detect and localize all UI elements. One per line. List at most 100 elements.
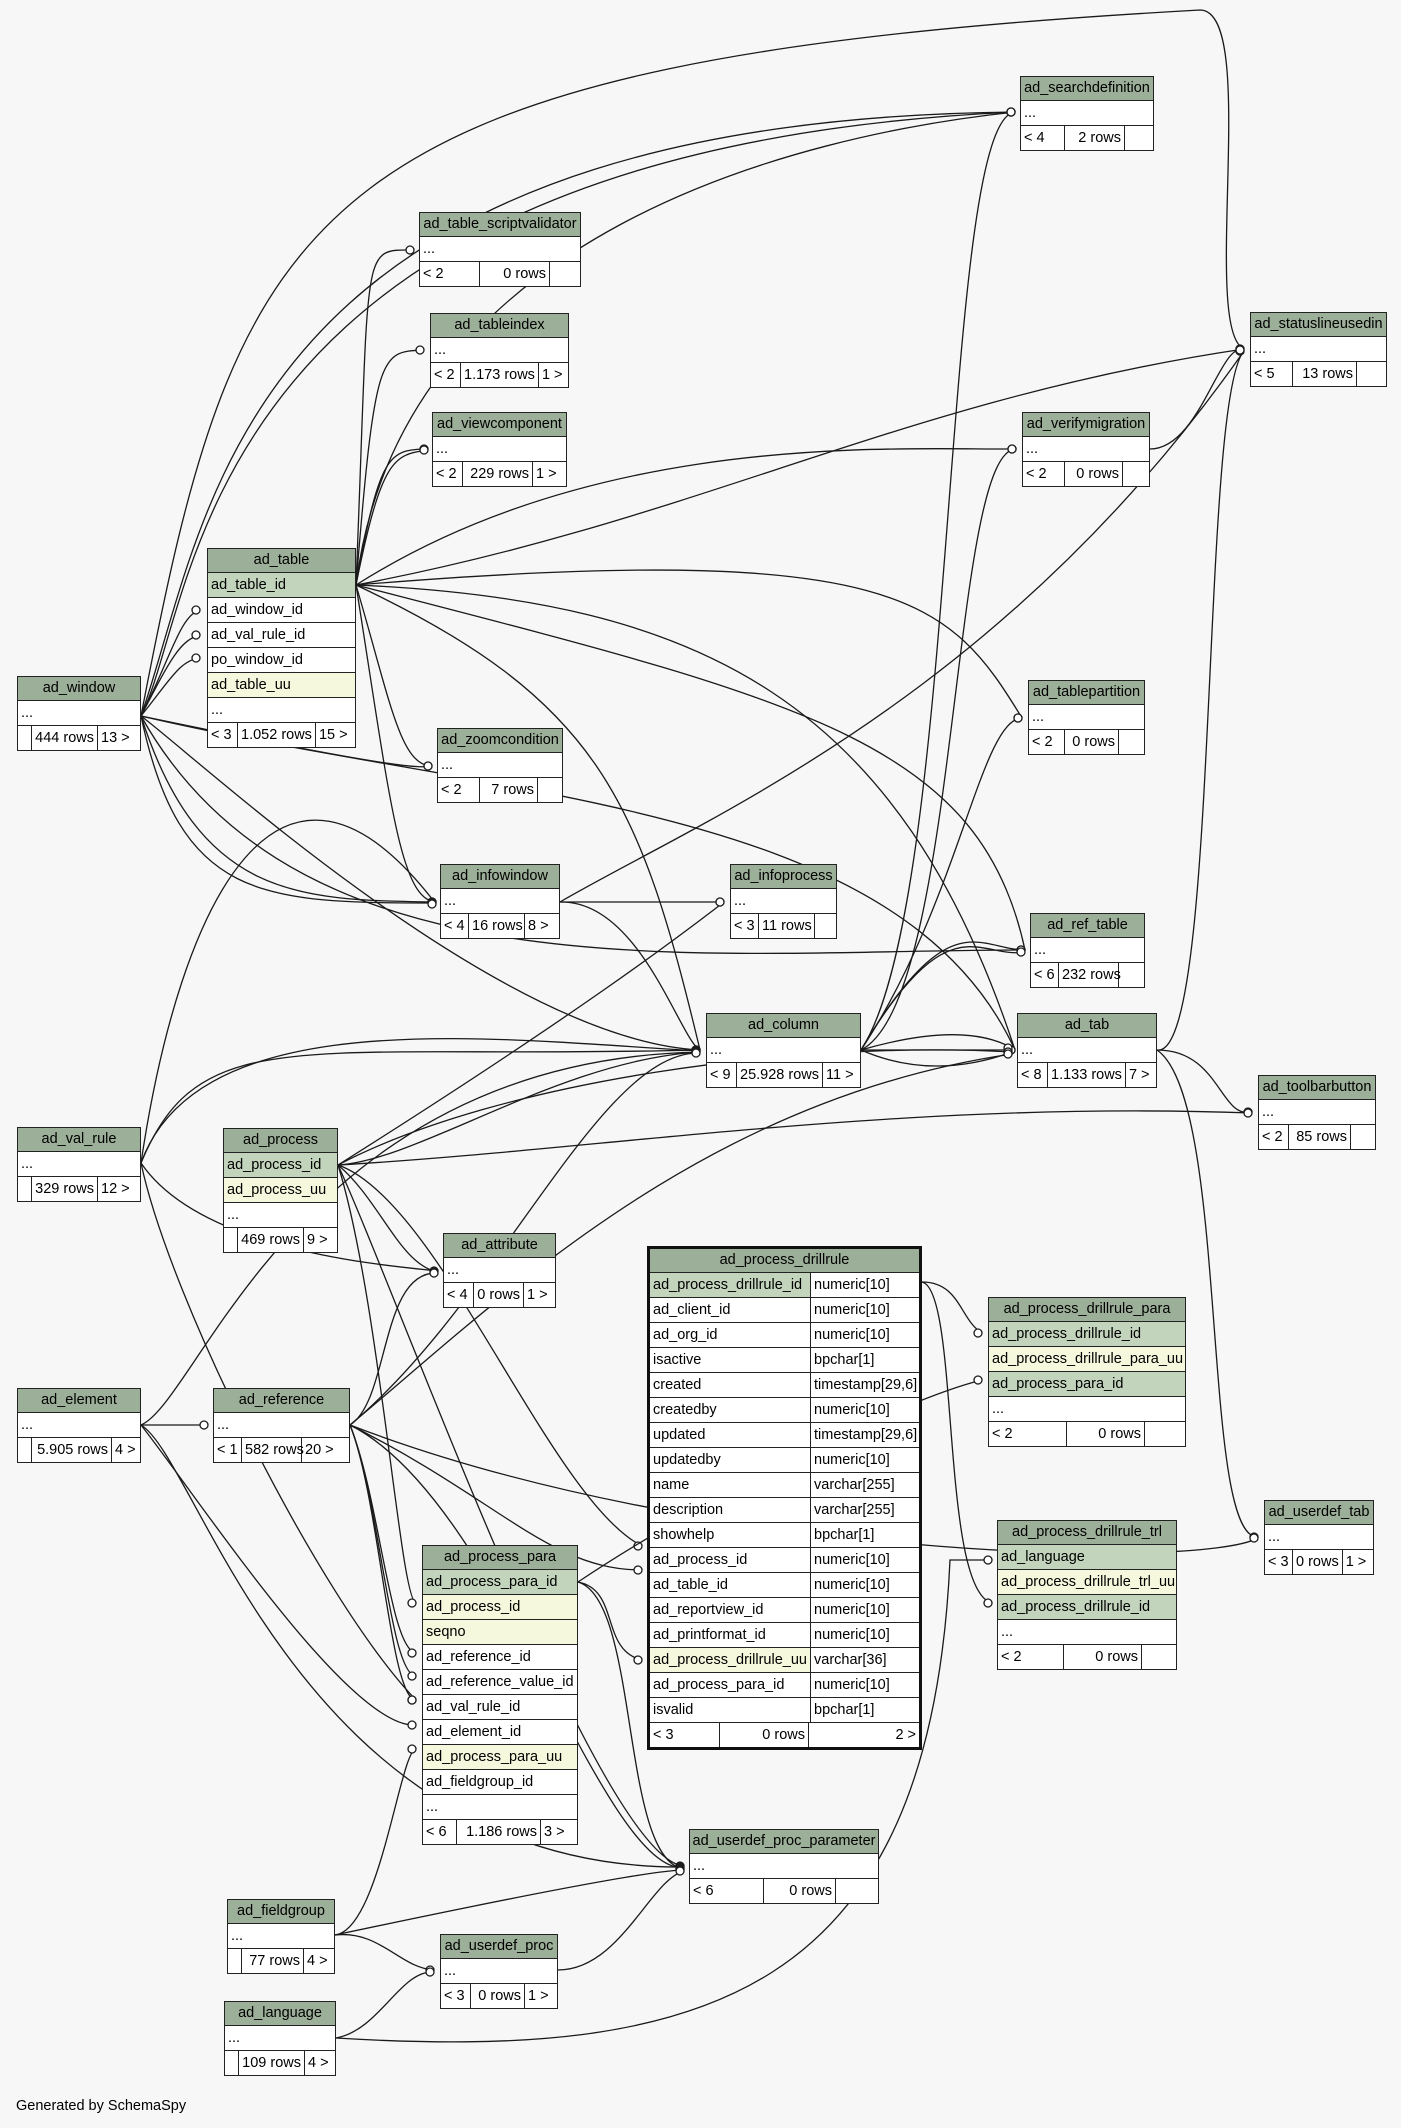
relationship-line — [860, 1034, 1013, 1051]
zero-or-many-marker — [1016, 947, 1026, 957]
column-row: ... — [690, 1854, 878, 1879]
relationship-line — [355, 449, 429, 586]
table-header: ad_column — [707, 1014, 860, 1038]
zero-or-many-marker — [407, 1744, 417, 1754]
children-count: 1 > — [1345, 1554, 1367, 1570]
column-type: numeric[10] — [810, 1573, 919, 1597]
table-header: ad_statuslineusedin — [1251, 313, 1386, 337]
table-header: ad_userdef_proc_parameter — [690, 1830, 878, 1854]
relationship-line — [355, 584, 437, 903]
children-count: 2 > — [895, 1727, 916, 1743]
relationship-line — [335, 1971, 435, 2039]
parents-count — [224, 1228, 238, 1252]
column-row: ad_language — [998, 1545, 1176, 1570]
parents-count: < 4 — [1021, 126, 1065, 150]
relationship-line — [349, 1052, 701, 1426]
parents-count: < 2 — [998, 1645, 1064, 1669]
column-row: ad_process_drillrule_id — [998, 1595, 1176, 1620]
column-row: ad_client_id numeric[10] — [650, 1298, 919, 1323]
row-count: 1.133 rows — [1048, 1063, 1126, 1087]
parents-count: < 3 — [731, 914, 759, 938]
row-count: 0 rows — [1064, 1645, 1142, 1669]
zero-or-many-marker — [407, 1695, 417, 1705]
column-row: ... — [441, 1959, 557, 1984]
relationship-line — [349, 1424, 417, 1701]
column-row: ... — [214, 1413, 349, 1438]
children-count — [1123, 462, 1149, 486]
column-row: ... — [1018, 1038, 1156, 1063]
table-header: ad_tableindex — [431, 314, 568, 338]
zero-or-many-marker — [407, 1720, 417, 1730]
zero-or-many-marker — [427, 899, 437, 909]
relationship-line — [559, 350, 1245, 903]
column-row: ... — [431, 338, 568, 363]
column-name: ad_table_id — [653, 1577, 728, 1593]
relationship-line — [559, 901, 701, 1051]
table-header: ad_process_drillrule — [650, 1249, 919, 1273]
children-count — [550, 262, 580, 286]
column-name: ad_client_id — [653, 1302, 731, 1318]
relationship-line — [349, 1272, 439, 1426]
parents-count: < 4 — [444, 1283, 474, 1307]
zero-or-many-marker — [633, 1565, 643, 1575]
column-row: ... — [998, 1620, 1176, 1645]
column-row: ad_reference_id — [423, 1645, 577, 1670]
column-row: ... — [1023, 437, 1149, 462]
table-header: ad_tab — [1018, 1014, 1156, 1038]
row-count: 229 rows — [463, 462, 533, 486]
relationship-line — [140, 1037, 701, 1164]
column-type: numeric[10] — [810, 1298, 919, 1322]
relationship-line — [337, 1164, 417, 1604]
column-row: ad_window_id — [208, 598, 355, 623]
column-type: bpchar[1] — [810, 1698, 919, 1722]
column-name: name — [653, 1477, 690, 1493]
parents-count: < 3 — [441, 1984, 471, 2008]
children-count — [1119, 963, 1144, 987]
children-count: 1 > — [527, 1287, 548, 1303]
table-header: ad_table — [208, 549, 355, 573]
column-row: ... — [208, 698, 355, 723]
children-count: 8 > — [528, 918, 549, 934]
column-row: ad_element_id — [423, 1720, 577, 1745]
column-row: ... — [228, 1924, 334, 1949]
